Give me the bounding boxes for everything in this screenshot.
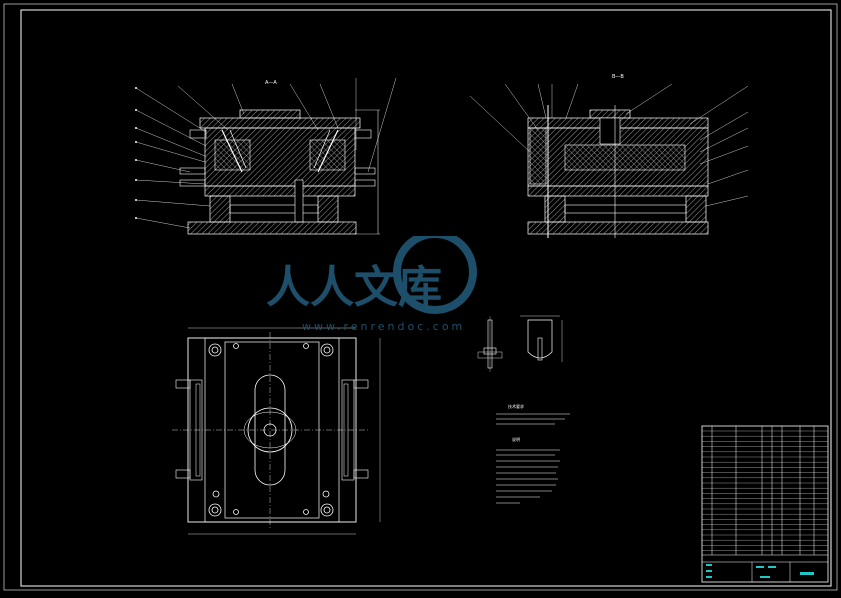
notes-title-2: 说明: [512, 436, 520, 442]
outer-border: [3, 3, 838, 591]
inner-border: [20, 9, 832, 587]
watermark-url: www.renrendoc.com: [302, 320, 465, 333]
section-view-a: A—A: [135, 77, 397, 235]
view-a-label: A—A: [265, 80, 277, 86]
section-view-b: B—B: [469, 74, 749, 238]
detail-view: [477, 315, 563, 372]
watermark-logo: 人人文库 www.renrendoc.com: [266, 236, 477, 333]
plan-view: [172, 327, 381, 535]
notes-title-1: 技术要求: [508, 403, 524, 409]
watermark-text: 人人文库: [266, 262, 442, 313]
notes-block: 技术要求 说明: [496, 403, 570, 504]
title-block: [701, 425, 829, 583]
view-b-label: B—B: [612, 74, 624, 80]
